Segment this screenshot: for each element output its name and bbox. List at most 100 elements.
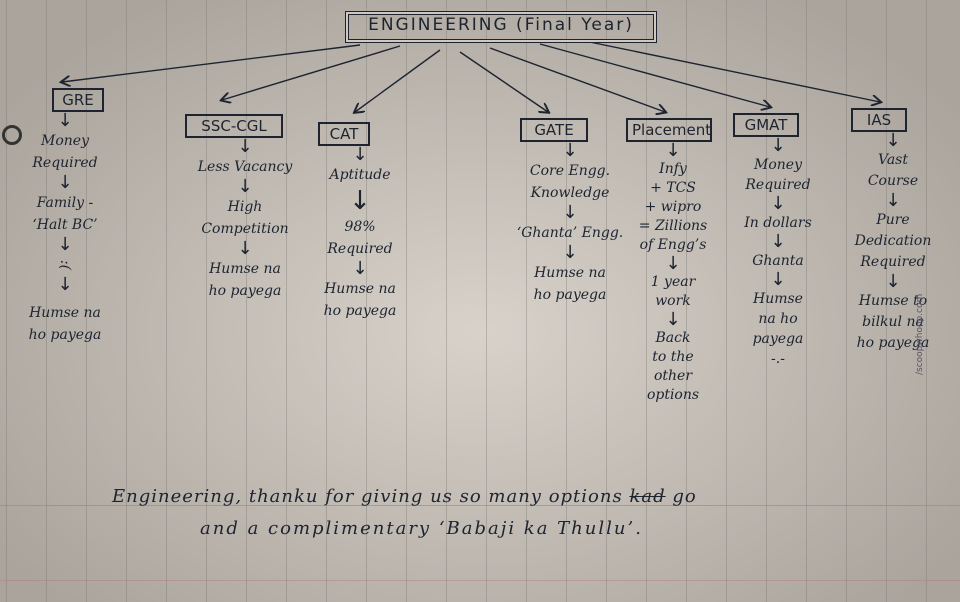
step-text: + wipro: [644, 199, 702, 215]
step-text: 1 year: [650, 274, 696, 290]
down-arrow-icon: ↓: [352, 144, 368, 165]
step-text: Humse: [753, 291, 803, 307]
step-text: Required: [327, 241, 393, 257]
step-text: Required: [32, 155, 98, 171]
down-arrow-icon: ↓: [57, 234, 73, 255]
step-text: Humse na: [29, 305, 101, 321]
down-arrow-icon: ↓: [349, 186, 371, 216]
ruled-line: [0, 505, 960, 506]
step-text: 98%: [344, 219, 376, 235]
step-text: Course: [867, 173, 919, 189]
sad-face-icon: :(: [57, 259, 73, 271]
step-text: Required: [745, 177, 811, 193]
notebook-brand-logo: [2, 75, 26, 155]
down-arrow-icon: ↓: [770, 135, 786, 156]
step-text: Humse na: [209, 261, 281, 277]
down-arrow-icon: ↓: [562, 242, 578, 263]
branch-steps-placement: ↓ Infy + TCS + wipro = Zillions of Engg’…: [628, 142, 718, 405]
branch-steps-cat: ↓ Aptitude ↓ 98% Required ↓ Humse na ho …: [300, 146, 420, 322]
step-text: Required: [860, 254, 926, 270]
down-arrow-icon: ↓: [237, 176, 253, 197]
branch-box-ias: IAS: [851, 108, 907, 132]
title-box: ENGINEERING (Final Year): [348, 14, 654, 40]
down-arrow-icon: ↓: [885, 190, 901, 211]
down-arrow-icon: ↓: [562, 202, 578, 223]
step-text: Humse to: [858, 293, 928, 309]
connector-cat: [355, 49, 441, 112]
down-arrow-icon: ↓: [562, 140, 578, 161]
step-text: + TCS: [650, 180, 696, 196]
step-text: ho payega: [28, 327, 102, 343]
branch-steps-gmat: ↓ Money Required ↓ In dollars ↓ Ghanta ↓…: [728, 137, 828, 369]
down-arrow-icon: ↓: [237, 238, 253, 259]
step-text: ‘Ghanta’ Engg.: [516, 225, 624, 241]
step-text: of Engg’s: [639, 237, 707, 253]
step-text: other: [653, 368, 693, 384]
footer-line-1: Engineering, thanku for giving us so man…: [112, 488, 697, 506]
connector-ias: [579, 39, 880, 102]
step-text: In dollars: [744, 215, 812, 231]
down-arrow-icon: ↓: [770, 269, 786, 290]
down-arrow-icon: ↓: [885, 271, 901, 292]
step-text: Vast: [878, 152, 908, 168]
ruled-line: [0, 580, 960, 581]
down-arrow-icon: ↓: [57, 110, 73, 131]
branch-box-gate: GATE: [520, 118, 588, 142]
annoyed-face-icon: -.-: [771, 351, 785, 367]
down-arrow-icon: ↓: [352, 258, 368, 279]
down-arrow-icon: ↓: [770, 231, 786, 252]
step-text: options: [646, 387, 700, 403]
down-arrow-icon: ↓: [665, 253, 681, 274]
branch-box-gmat: GMAT: [733, 113, 799, 137]
step-text: Competition: [201, 221, 289, 237]
step-text: = Zillions: [638, 218, 708, 234]
step-text: Humse na: [534, 265, 606, 281]
down-arrow-icon: ↓: [237, 136, 253, 157]
down-arrow-icon: ↓: [57, 274, 73, 295]
title-text: ENGINEERING (Final Year): [368, 15, 634, 35]
down-arrow-icon: ↓: [665, 140, 681, 161]
step-text: ho payega: [323, 303, 397, 319]
footer-text: and a complimentary ‘Babaji ka Thullu’.: [200, 518, 643, 539]
branch-steps-ssc-cgl: ↓ Less Vacancy ↓ High Competition ↓ Hums…: [180, 138, 310, 302]
connector-gmat: [539, 43, 770, 107]
branch-box-cat: CAT: [318, 122, 370, 146]
watermark-url: /scoopwhoop.com: [915, 293, 925, 375]
branch-steps-ias: ↓ Vast Course ↓ Pure Dedication Required…: [838, 132, 948, 354]
step-text: ho payega: [533, 287, 607, 303]
step-text: Infy: [659, 161, 687, 177]
step-text: Humse na: [324, 281, 396, 297]
struck-word: kad: [629, 486, 666, 507]
step-text: Family -: [36, 195, 94, 211]
step-text: Knowledge: [530, 185, 610, 201]
step-text: ho payega: [208, 283, 282, 299]
footer-text-end: go: [665, 486, 697, 507]
step-text: Less Vacancy: [197, 159, 293, 175]
step-text: payega: [752, 331, 804, 347]
step-text: ho payega: [856, 335, 930, 351]
footer-text: Engineering, thanku for giving us so man…: [112, 486, 630, 507]
step-text: Money: [754, 157, 802, 173]
down-arrow-icon: ↓: [770, 193, 786, 214]
branch-box-ssc-cgl: SSC-CGL: [185, 114, 283, 138]
step-text: bilkul na: [862, 314, 924, 330]
down-arrow-icon: ↓: [885, 130, 901, 151]
step-text: ‘Halt BC’: [32, 217, 98, 233]
step-text: High: [227, 199, 263, 215]
step-text: Money: [41, 133, 89, 149]
down-arrow-icon: ↓: [665, 309, 681, 330]
footer-line-2: and a complimentary ‘Babaji ka Thullu’.: [200, 520, 643, 538]
step-text: Pure: [876, 212, 910, 228]
branch-steps-gre: ↓ Money Required ↓ Family - ‘Halt BC’ ↓ …: [10, 112, 120, 346]
step-text: work: [655, 293, 691, 309]
branch-steps-gate: ↓ Core Engg. Knowledge ↓ ‘Ghanta’ Engg. …: [510, 142, 630, 306]
step-text: na ho: [758, 311, 798, 327]
step-text: Ghanta: [752, 253, 804, 269]
step-text: Aptitude: [329, 167, 391, 183]
step-text: to the: [652, 349, 694, 365]
connector-ssc: [222, 45, 401, 100]
step-text: Dedication: [854, 233, 932, 249]
step-text: Core Engg.: [529, 163, 611, 179]
